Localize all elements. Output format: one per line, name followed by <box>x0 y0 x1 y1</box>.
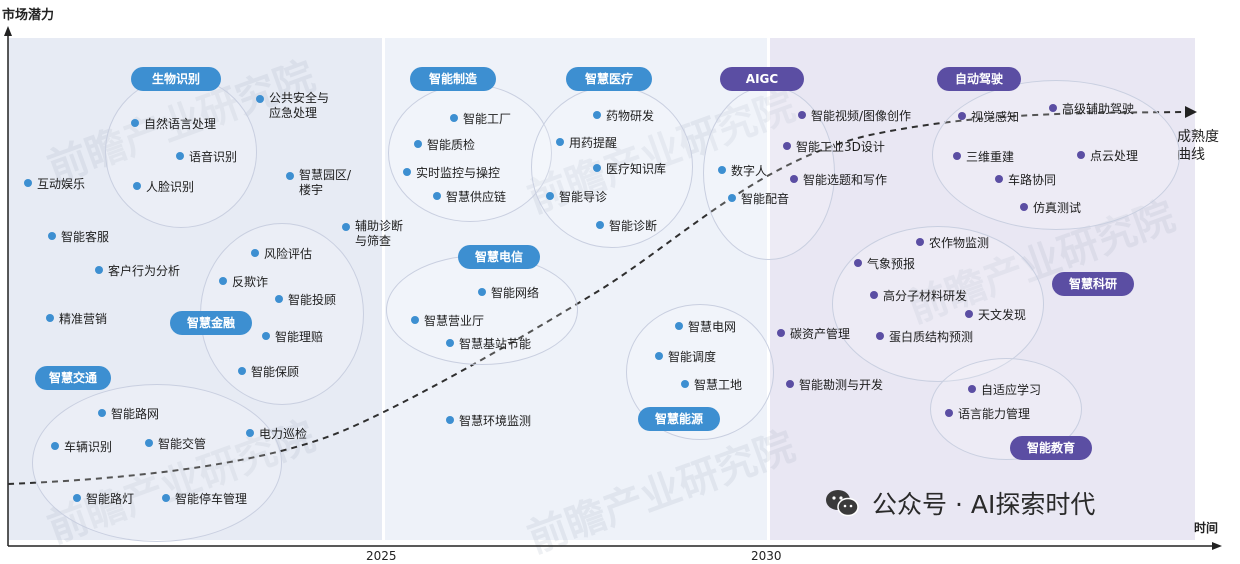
cluster-mfg-circle <box>388 84 552 222</box>
item-smart-supply-chain: 智慧供应链 <box>433 190 506 205</box>
item-vehicle-recognition: 车辆识别 <box>51 440 112 455</box>
item-power-patrol: 电力巡检 <box>246 427 307 442</box>
cluster-telecom-circle <box>386 255 578 365</box>
item-public-safety: 公共安全与 应急处理 <box>256 91 329 121</box>
brand-text: 公众号 · AI探索时代 <box>872 490 1096 519</box>
item-nlp: 自然语言处理 <box>131 117 216 132</box>
y-axis-arrow-icon <box>4 26 12 36</box>
cluster-sci-circle <box>832 226 1044 382</box>
item-entertainment: 互动娱乐 <box>24 177 85 192</box>
item-exploration-dev: 智能勘测与开发 <box>786 378 883 393</box>
item-smart-insurance: 智能保顾 <box>238 365 299 380</box>
item-precision-marketing: 精准营销 <box>46 312 107 327</box>
tag-med: 智慧医疗 <box>566 67 652 91</box>
item-adas: 高级辅助驾驶 <box>1049 102 1134 117</box>
item-protein-structure: 蛋白质结构预测 <box>876 330 973 345</box>
item-smart-grid: 智慧电网 <box>675 320 736 335</box>
cluster-med-circle <box>531 86 693 248</box>
item-smart-site: 智慧工地 <box>681 378 742 393</box>
item-carbon-asset: 碳资产管理 <box>777 327 850 342</box>
x-axis-label: 时间 <box>1194 521 1219 535</box>
x-tick-2030: 2030 <box>751 549 782 563</box>
tag-bio: 生物识别 <box>131 67 221 91</box>
tag-fin: 智慧金融 <box>170 311 252 335</box>
curve-label: 成熟度 曲线 <box>1177 129 1219 163</box>
item-simulation-testing: 仿真测试 <box>1020 201 1081 216</box>
item-industrial-3d: 智能工业3D设计 <box>783 140 885 155</box>
item-weather-forecast: 气象预报 <box>854 257 915 272</box>
item-customer-behavior: 客户行为分析 <box>95 264 180 279</box>
item-polymer-research: 高分子材料研发 <box>870 289 967 304</box>
wechat-icon <box>826 490 859 517</box>
cluster-aigc-circle <box>703 86 835 260</box>
item-anti-fraud: 反欺诈 <box>219 275 268 290</box>
item-astronomy-discovery: 天文发现 <box>965 308 1026 323</box>
tag-mfg: 智能制造 <box>410 67 496 91</box>
tag-energy: 智慧能源 <box>638 407 720 431</box>
item-video-creation: 智能视频/图像创作 <box>798 109 911 124</box>
item-smart-network: 智能网络 <box>478 286 539 301</box>
item-speech-recognition: 语音识别 <box>176 150 237 165</box>
item-smart-dubbing: 智能配音 <box>728 192 789 207</box>
tag-drive: 自动驾驶 <box>937 67 1021 91</box>
item-robo-advisor: 智能投顾 <box>275 293 336 308</box>
item-risk-assessment: 风险评估 <box>251 247 312 262</box>
item-medication-reminder: 用药提醒 <box>556 136 617 151</box>
item-base-station-saving: 智慧基站节能 <box>446 337 531 352</box>
item-smart-triage: 智能导诊 <box>546 190 607 205</box>
item-vehicle-road-coop: 车路协同 <box>995 173 1056 188</box>
item-face-recognition: 人脸识别 <box>133 180 194 195</box>
item-smart-business-hall: 智慧营业厅 <box>411 314 484 329</box>
x-axis-arrow-icon <box>1212 542 1222 550</box>
tag-sci: 智慧科研 <box>1052 272 1134 296</box>
item-digital-human: 数字人 <box>718 164 767 179</box>
brand-overlay: 公众号 · AI探索时代 <box>824 485 1095 521</box>
curve-arrow-icon <box>1185 106 1197 118</box>
tag-edu: 智能教育 <box>1010 436 1092 460</box>
item-drug-discovery: 药物研发 <box>593 109 654 124</box>
item-realtime-monitoring: 实时监控与操控 <box>403 166 500 181</box>
tag-telecom: 智慧电信 <box>458 245 540 269</box>
item-3d-reconstruction: 三维重建 <box>953 150 1014 165</box>
item-crop-monitoring: 农作物监测 <box>916 236 989 251</box>
item-smart-road-network: 智能路网 <box>98 407 159 422</box>
cluster-traffic-circle <box>32 384 282 542</box>
item-adaptive-learning: 自适应学习 <box>968 383 1041 398</box>
item-point-cloud: 点云处理 <box>1077 149 1138 164</box>
item-smart-claims: 智能理赔 <box>262 330 323 345</box>
item-diagnosis-screening: 辅助诊断 与筛查 <box>342 219 403 249</box>
item-smart-dispatch: 智能调度 <box>655 350 716 365</box>
item-topic-writing: 智能选题和写作 <box>790 173 887 188</box>
item-smart-parking: 智能停车管理 <box>162 492 247 507</box>
item-smart-streetlight: 智能路灯 <box>73 492 134 507</box>
item-smart-factory: 智能工厂 <box>450 112 511 127</box>
tag-aigc: AIGC <box>720 67 804 91</box>
item-environment-monitoring: 智慧环境监测 <box>446 414 531 429</box>
item-customer-service: 智能客服 <box>48 230 109 245</box>
item-language-ability: 语言能力管理 <box>945 407 1030 422</box>
item-smart-diagnosis: 智能诊断 <box>596 219 657 234</box>
y-axis-label: 市场潜力 <box>2 8 55 23</box>
item-medical-knowledge: 医疗知识库 <box>593 162 666 177</box>
item-smart-park: 智慧园区/ 楼宇 <box>286 168 351 198</box>
item-visual-perception: 视觉感知 <box>958 110 1019 125</box>
item-smart-traffic-control: 智能交管 <box>145 437 206 452</box>
tag-traffic: 智慧交通 <box>35 366 111 390</box>
x-tick-2025: 2025 <box>366 549 397 563</box>
item-quality-inspection: 智能质检 <box>414 138 475 153</box>
